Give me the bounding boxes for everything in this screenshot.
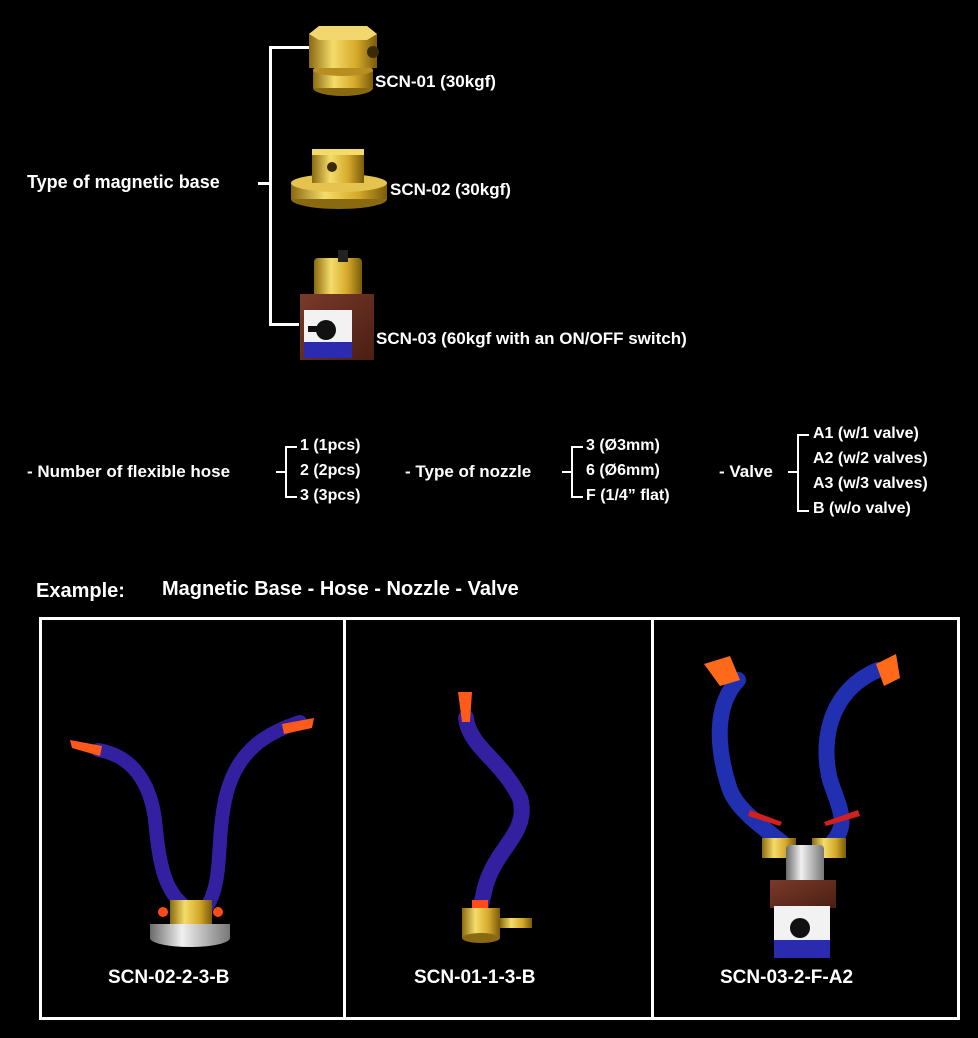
hose-option-label: - Number of flexible hose [27, 462, 231, 481]
valve-option-2: A2 (w/2 valves) [813, 450, 928, 467]
hose-connector [276, 471, 286, 473]
hose-tick [285, 446, 297, 448]
scn-03-label: SCN-03 (60kgf with an ON/OFF switch) [376, 329, 687, 348]
valve-tick [797, 434, 809, 436]
hose-option-2: 2 (2pcs) [300, 462, 361, 479]
example-3-code: SCN-03-2-F-A2 [720, 967, 854, 988]
hose-tick [285, 496, 297, 498]
example-1-code: SCN-02-2-3-B [108, 967, 230, 988]
valve-option-1: A1 (w/1 valve) [813, 425, 919, 442]
nozzle-connector [562, 471, 572, 473]
panel-divider [343, 617, 346, 1020]
example-1-image [70, 715, 314, 947]
nozzle-option-3: F (1/4” flat) [586, 487, 670, 504]
nozzle-option-1: 3 (Ø3mm) [586, 437, 660, 454]
example-2-code: SCN-01-1-3-B [414, 967, 536, 988]
example-3-image [704, 654, 900, 958]
example-2-image [458, 692, 532, 943]
valve-option-4: B (w/o valve) [813, 500, 911, 517]
nozzle-tick [571, 446, 583, 448]
base-type-label: Type of magnetic base [27, 172, 220, 192]
example-panel-frame [39, 617, 960, 1020]
bracket-tick-3 [269, 323, 299, 326]
hose-bracket [285, 446, 287, 498]
scn-02-label: SCN-02 (30kgf) [390, 180, 511, 199]
nozzle-bracket [571, 446, 573, 498]
valve-tick [797, 510, 809, 512]
hose-option-3: 3 (3pcs) [300, 487, 361, 504]
valve-option-label: - Valve [719, 462, 773, 481]
scn-01-base-image [309, 26, 379, 96]
valve-connector [788, 471, 798, 473]
valve-bracket [797, 434, 799, 512]
base-bracket-line [269, 46, 272, 326]
nozzle-option-label: - Type of nozzle [405, 462, 532, 481]
scn-01-label: SCN-01 (30kgf) [375, 72, 496, 91]
hose-option-1: 1 (1pcs) [300, 437, 361, 454]
nozzle-tick [571, 496, 583, 498]
scn-03-base-image [300, 250, 374, 360]
bracket-connector [258, 182, 272, 185]
example-label: Example: [36, 580, 125, 602]
nozzle-option-2: 6 (Ø6mm) [586, 462, 660, 479]
valve-option-3: A3 (w/3 valves) [813, 475, 928, 492]
panel-divider [651, 617, 654, 1020]
scn-02-base-image [291, 149, 387, 209]
example-formula: Magnetic Base - Hose - Nozzle - Valve [162, 578, 519, 600]
bracket-tick-1 [269, 46, 309, 49]
